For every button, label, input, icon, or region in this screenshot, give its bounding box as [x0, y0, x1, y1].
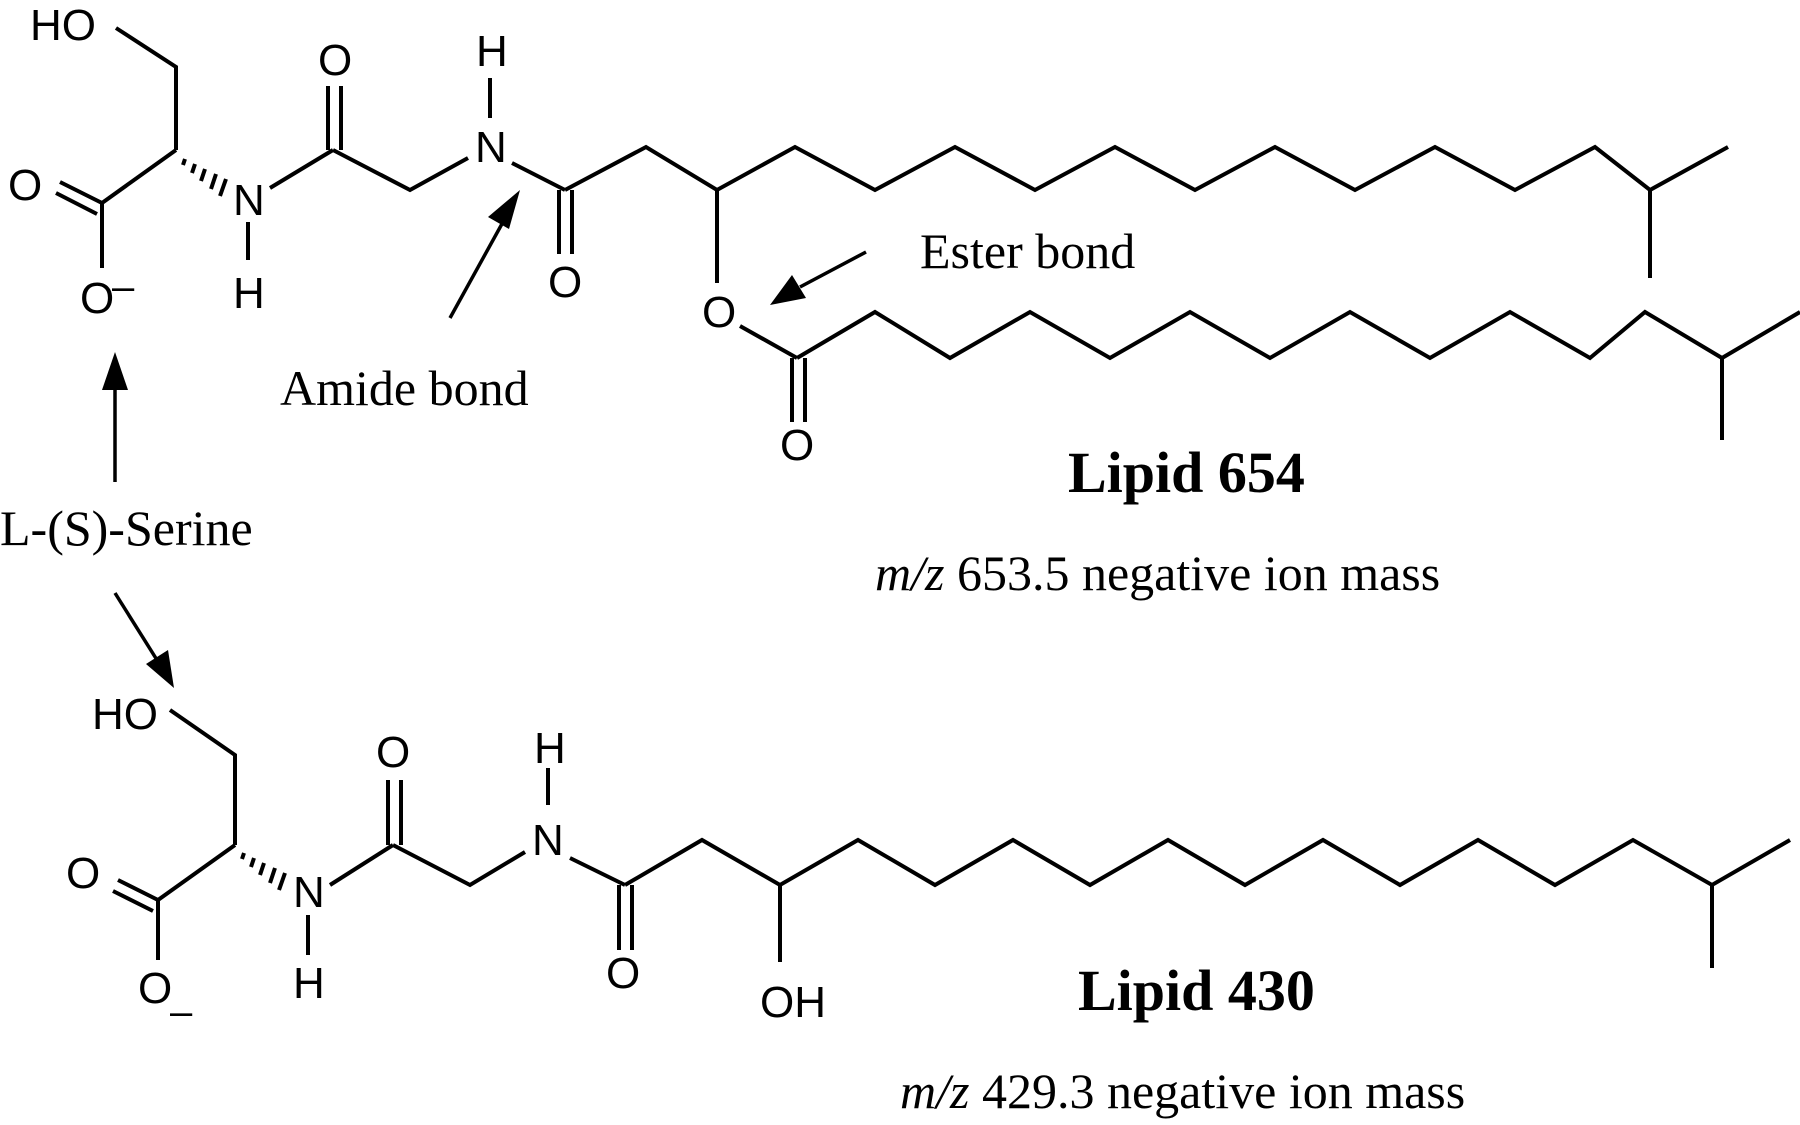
mz-prefix: m/z [900, 1063, 969, 1119]
atom-label-o: O [376, 728, 410, 777]
atom-label-h: H [476, 27, 508, 76]
mz-prefix: m/z [875, 545, 944, 601]
mz-value-text: 429.3 negative ion mass [969, 1063, 1465, 1119]
mz-value-text: 653.5 negative ion mass [944, 545, 1440, 601]
atom-label-o: O [548, 258, 582, 307]
lipid-430-name: Lipid 430 [1078, 958, 1315, 1023]
atom-label-oh: OH [760, 978, 826, 1027]
bond [564, 144, 1729, 193]
atom-label-h: H [233, 269, 265, 318]
bond [623, 837, 1791, 888]
atom-label-o: O [8, 161, 42, 210]
atom-label-o: O [66, 849, 100, 898]
lipid-654-structure: HO O O – N H O H N O O O [8, 1, 1800, 470]
atom-label-o: O [606, 949, 640, 998]
atom-label-n: N [233, 176, 265, 225]
bond [569, 856, 626, 887]
atom-label-h: H [293, 959, 325, 1008]
atom-label-o: O [318, 36, 352, 85]
negative-charge-symbol: – [112, 265, 135, 309]
bond [328, 843, 395, 887]
bond [59, 180, 103, 205]
lipid-430-structure: HO O O – N H O H N O OH [66, 690, 1791, 1034]
lipid-654-name: Lipid 654 [1068, 440, 1305, 505]
atom-label-o: O [780, 421, 814, 470]
bond [168, 708, 237, 845]
bond [268, 148, 335, 190]
atom-label-o: O [702, 288, 736, 337]
lipid-654-mz: m/z 653.5 negative ion mass [875, 545, 1440, 601]
bond [511, 161, 566, 192]
bond [100, 148, 178, 205]
bond [112, 889, 154, 913]
serine-arrow-down [113, 592, 174, 688]
atom-label-n: N [532, 816, 564, 865]
bond [392, 843, 527, 888]
serine-label: L-(S)-Serine [0, 500, 253, 556]
atom-label-n: N [293, 868, 325, 917]
bond [117, 878, 159, 902]
atom-label-h: H [534, 724, 566, 773]
hashed-wedge-bond [240, 852, 287, 891]
atom-label-o-minus: O [138, 964, 172, 1013]
ester-bond-label: Ester bond [920, 223, 1135, 279]
atom-label-o-minus: O [80, 274, 114, 323]
bond [739, 324, 798, 360]
bond [55, 191, 98, 216]
amide-bond-arrow [448, 190, 520, 319]
ester-bond-arrow [770, 250, 867, 305]
atom-label-ho: HO [30, 1, 96, 50]
hashed-wedge-bond [181, 158, 228, 197]
negative-charge-symbol: – [170, 990, 193, 1034]
serine-arrow-up [102, 352, 128, 482]
bond [114, 26, 178, 150]
lipid-430-mz: m/z 429.3 negative ion mass [900, 1063, 1465, 1119]
bond [156, 843, 237, 902]
bond [795, 309, 1800, 361]
amide-bond-label: Amide bond [280, 360, 529, 416]
atom-label-n: N [475, 123, 507, 172]
atom-label-ho: HO [92, 690, 158, 739]
bond [332, 148, 469, 193]
